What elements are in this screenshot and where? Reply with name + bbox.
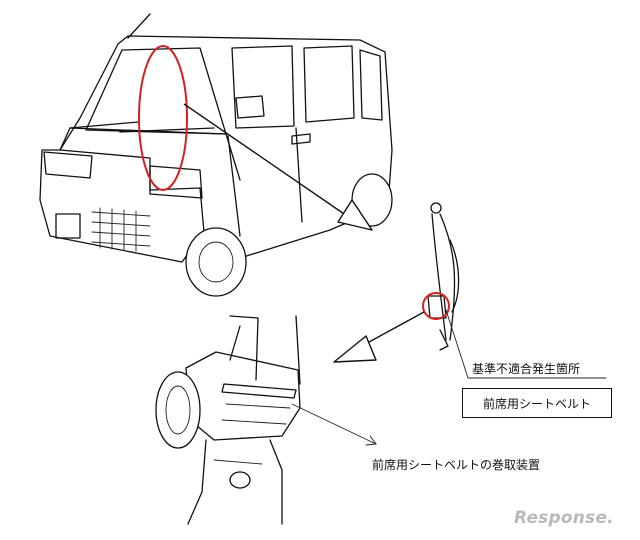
belt-loop <box>449 239 460 313</box>
van-grille <box>91 207 151 252</box>
retractor-webbing-left <box>229 315 259 381</box>
van-door-handle <box>291 133 311 145</box>
retractor-label: 前席用シートベルトの巻取装置 <box>372 458 541 472</box>
van-highlight-circle <box>138 45 188 191</box>
van-side-window-1 <box>303 45 355 123</box>
retractor-detail-illustration <box>155 315 301 525</box>
response-watermark-logo: Response. <box>514 508 614 528</box>
part-name-label: 前席用シートベルト <box>482 396 591 411</box>
retractor-mount-left <box>187 439 207 525</box>
belt-highlight-circle <box>422 292 450 320</box>
van-wiper-left <box>69 121 139 129</box>
van-side-window-2 <box>359 49 383 121</box>
pointer-arrow-van-to-belt <box>183 103 373 231</box>
van-front-wheel <box>185 227 247 297</box>
seatbelt-illustration <box>422 202 460 351</box>
retractor-webbing-right <box>295 315 301 385</box>
van-windshield <box>85 47 227 135</box>
van-front-wheel-hub <box>198 241 234 283</box>
retractor-leader-line <box>291 403 377 445</box>
callout-leader-line <box>445 309 469 379</box>
belt-upper-anchor <box>430 202 442 214</box>
van-door-window <box>231 45 295 129</box>
retractor-housing <box>185 351 301 441</box>
van-wiper-right <box>119 127 215 133</box>
van-side-mirror <box>235 95 265 119</box>
retractor-spool <box>155 371 201 449</box>
belt-lower-anchor <box>439 329 449 351</box>
belt-webbing-left <box>431 213 447 341</box>
van-body-outline <box>117 35 393 263</box>
retractor-mount-right <box>269 439 283 525</box>
retractor-frame-post <box>229 325 241 361</box>
retractor-leader-arrowhead <box>365 435 377 446</box>
van-front-face <box>39 149 205 263</box>
part-name-box: 前席用シートベルト <box>462 388 612 418</box>
van-hood <box>59 127 241 181</box>
retractor-plate-line-2 <box>221 419 287 425</box>
retractor-slot <box>221 383 297 399</box>
van-headlight-left <box>43 151 93 179</box>
pointer-arrow-belt-to-retractor <box>333 311 425 363</box>
retractor-spool-core <box>165 385 191 435</box>
belt-retractor-body <box>427 295 447 319</box>
van-front-pillar <box>59 43 119 151</box>
nonconformity-location-label: 基準不適合発生箇所 <box>472 362 581 376</box>
belt-webbing-right <box>439 213 456 341</box>
van-headlight-right <box>149 165 203 199</box>
retractor-bracket-line <box>213 459 263 465</box>
retractor-bolt <box>229 471 251 489</box>
retractor-plate-line-1 <box>225 403 291 409</box>
van-door-front-edge <box>227 135 241 237</box>
van-license-plate <box>55 213 81 239</box>
van-antenna <box>127 13 151 39</box>
van-door-rear-edge <box>295 127 303 223</box>
van-illustration <box>39 13 393 297</box>
